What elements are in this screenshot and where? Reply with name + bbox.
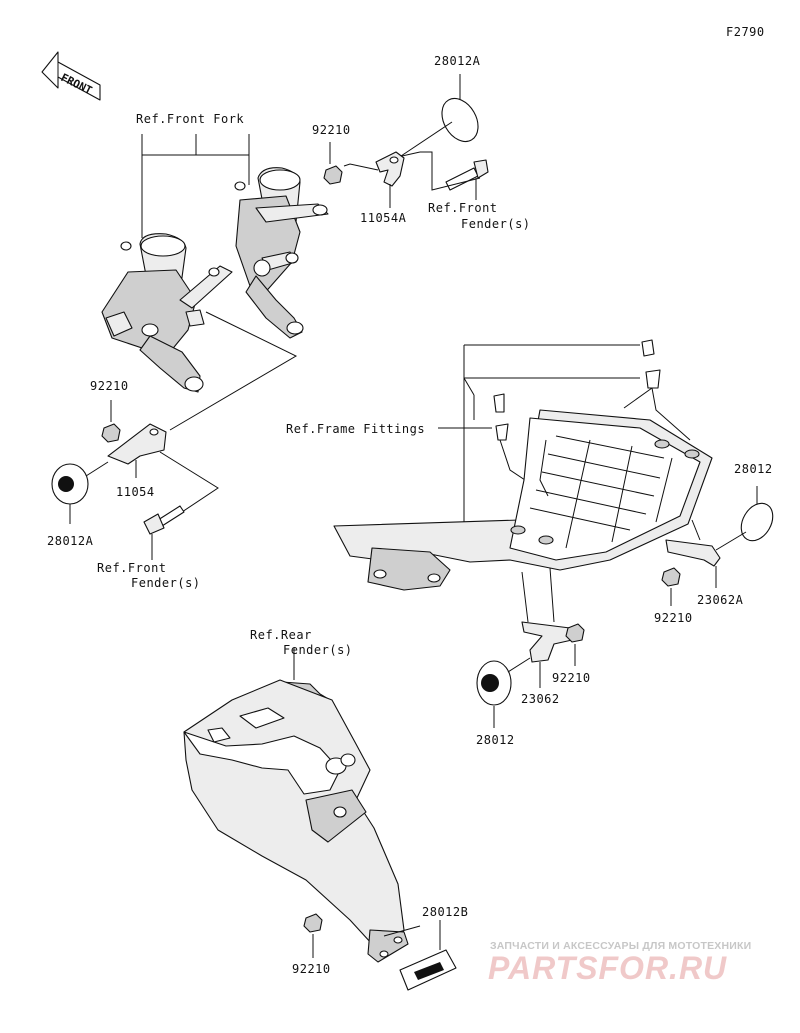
label-part-92210-mid: 92210 bbox=[552, 671, 591, 685]
watermark-tagline: ЗАПЧАСТИ И АКСЕССУАРЫ ДЛЯ МОТОТЕХНИКИ bbox=[490, 940, 752, 952]
label-part-92210-right: 92210 bbox=[654, 611, 693, 625]
label-part-11054: 11054 bbox=[116, 485, 155, 499]
rear-fender bbox=[183, 660, 409, 963]
leader-fork-to-bracket bbox=[169, 311, 298, 431]
label-ref-front-fender-top-line2: Fender(s) bbox=[461, 217, 531, 231]
nut-92210-left bbox=[101, 400, 121, 443]
bolt-front-fender-top bbox=[401, 151, 489, 200]
bracket-23062 bbox=[521, 567, 573, 688]
label-ref-rear-fender-line2: Fender(s) bbox=[283, 643, 353, 657]
front-fork-assembly bbox=[101, 134, 329, 393]
label-part-28012B: 28012B bbox=[422, 905, 469, 919]
reflector-28012A-left bbox=[51, 461, 109, 524]
label-ref-front-fender-top-line1: Ref.Front bbox=[428, 201, 498, 215]
label-part-11054A: 11054A bbox=[360, 211, 407, 225]
bracket-23062A bbox=[665, 519, 721, 588]
reflector-28012A-top bbox=[397, 74, 479, 159]
label-ref-frame-fittings: Ref.Frame Fittings bbox=[286, 422, 426, 436]
label-ref-front-fork: Ref.Front Fork bbox=[136, 112, 245, 126]
nut-92210-right bbox=[661, 567, 681, 606]
label-ref-front-fender-left-line2: Fender(s) bbox=[131, 576, 201, 590]
bracket-11054A bbox=[375, 151, 405, 208]
reflector-28012B bbox=[383, 920, 457, 991]
nut-92210-top bbox=[323, 142, 379, 185]
bolt-front-fender-left bbox=[143, 505, 185, 560]
reflector-28012-right bbox=[715, 486, 774, 551]
label-part-92210-left: 92210 bbox=[90, 379, 129, 393]
watermark-logo: PARTSFOR.RU bbox=[488, 950, 728, 986]
label-part-23062A: 23062A bbox=[697, 593, 744, 607]
label-part-28012-right: 28012 bbox=[734, 462, 773, 476]
rear-carrier-rack bbox=[333, 409, 713, 591]
frame-fittings bbox=[438, 339, 691, 560]
label-ref-front-fender-left-line1: Ref.Front bbox=[97, 561, 167, 575]
bracket-11054 bbox=[107, 423, 219, 529]
label-part-92210-bottom: 92210 bbox=[292, 962, 331, 976]
diagram-code: F2790 bbox=[726, 25, 765, 39]
label-part-23062: 23062 bbox=[521, 692, 560, 706]
nut-92210-mid bbox=[565, 623, 585, 666]
front-arrow-icon: FRONT bbox=[41, 51, 101, 101]
label-part-28012-mid: 28012 bbox=[476, 733, 515, 747]
label-part-28012A-top: 28012A bbox=[434, 54, 481, 68]
label-part-92210-top: 92210 bbox=[312, 123, 351, 137]
reflector-28012-mid bbox=[476, 657, 531, 728]
nut-92210-bottom bbox=[303, 913, 323, 958]
label-ref-rear-fender-line1: Ref.Rear bbox=[250, 628, 312, 642]
label-part-28012A-left: 28012A bbox=[47, 534, 94, 548]
